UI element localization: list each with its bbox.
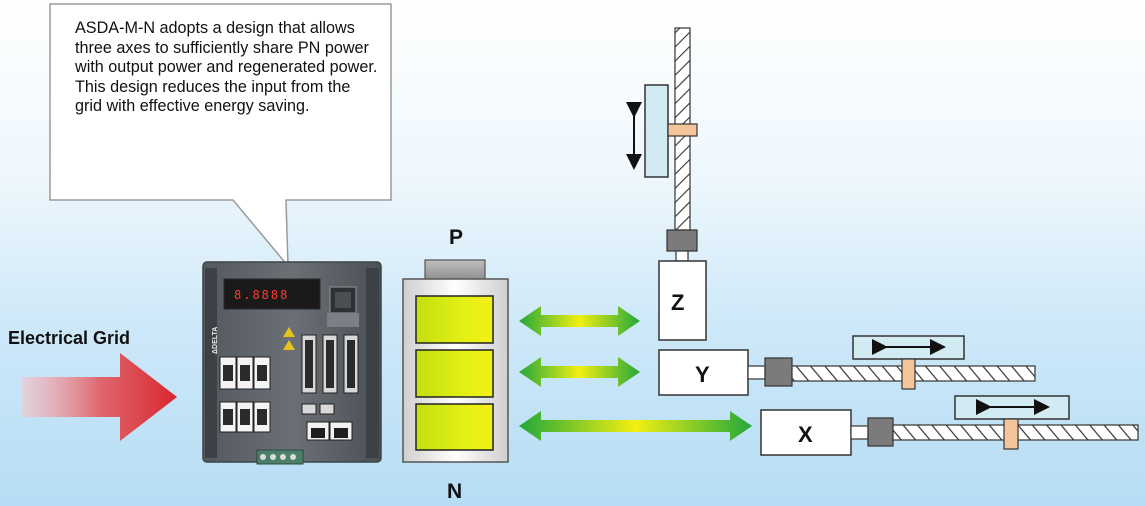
flow-arrow-x xyxy=(519,411,752,441)
y-axis-assembly xyxy=(658,335,1036,396)
z-axis-assembly xyxy=(626,27,707,341)
x-axis-assembly xyxy=(760,395,1139,456)
z-motor-label: Z xyxy=(671,290,685,315)
y-motor-label: Y xyxy=(695,362,710,387)
n-terminal-label: N xyxy=(447,480,463,503)
servo-drive xyxy=(202,261,382,465)
grid-input-arrow xyxy=(22,353,177,441)
x-motor-label: X xyxy=(798,422,813,447)
drive-logo: ΔDELTA xyxy=(212,326,219,354)
drive-display-readout: 8.8888 xyxy=(234,288,290,302)
p-terminal-label: P xyxy=(449,226,464,249)
dc-bus-battery xyxy=(402,259,509,463)
electrical-grid-label: Electrical Grid xyxy=(8,328,131,348)
flow-arrow-z xyxy=(519,306,640,336)
callout-text: ASDA-M-N adopts a design that allows thr… xyxy=(75,19,378,115)
flow-arrow-y xyxy=(519,357,640,387)
callout-bubble xyxy=(49,3,392,269)
